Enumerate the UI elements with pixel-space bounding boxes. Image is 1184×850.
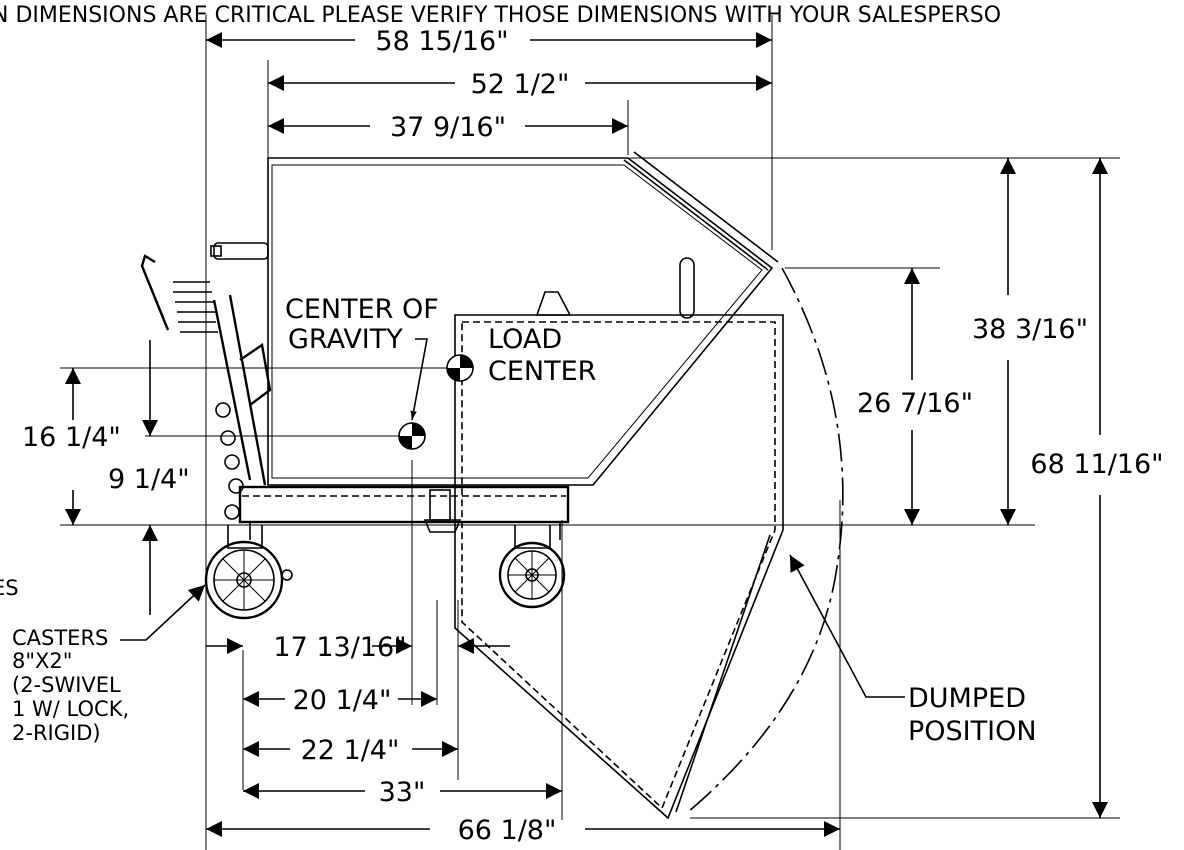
hopper-handle — [210, 242, 695, 319]
casters-label-line3: (2-SWIVEL — [12, 673, 121, 697]
callout-casters: CASTERS 8"X2" (2-SWIVEL 1 W/ LOCK, 2-RIG… — [12, 584, 206, 745]
dim-label-left-load: 9 1/4" — [108, 464, 190, 495]
dim-bottom-20: 20 1/4" — [243, 685, 437, 716]
dim-label-bottom-cog: 17 13/16" — [273, 632, 406, 663]
casters-label-line2: 8"X2" — [12, 649, 72, 673]
dumped-label-line2: POSITION — [908, 716, 1037, 747]
dim-left-cog: 16 1/4" — [22, 340, 158, 615]
dim-label-top-overall: 58 15/16" — [375, 26, 508, 57]
dim-label-left-cog: 16 1/4" — [22, 422, 121, 453]
dumped-label-line1: DUMPED — [908, 683, 1026, 714]
dim-left-load: 9 1/4" — [65, 368, 190, 525]
dim-label-bottom-33: 33" — [379, 777, 426, 808]
dim-label-right-total: 68 11/16" — [1030, 449, 1163, 480]
dim-bottom-33: 33" — [243, 777, 562, 808]
dim-hopper-height: 26 7/16" — [857, 268, 973, 525]
dim-label-bottom-20: 20 1/4" — [293, 685, 392, 716]
dim-top-mid: 52 1/2" — [268, 69, 772, 100]
load-label-line2: CENTER — [488, 356, 596, 387]
dim-label-top-mid: 52 1/2" — [471, 69, 570, 100]
cog-label-line2: GRAVITY — [288, 324, 403, 355]
center-of-gravity-symbol — [398, 422, 426, 450]
header-note: N DIMENSIONS ARE CRITICAL PLEASE VERIFY … — [0, 3, 1001, 28]
dim-right-upper: 38 3/16" — [972, 158, 1088, 525]
callout-center-of-gravity: CENTER OF GRAVITY — [285, 294, 439, 421]
cog-symbols — [398, 354, 474, 450]
upright-hopper — [267, 151, 779, 486]
dim-label-bottom-overall: 66 1/8" — [458, 815, 557, 846]
caster-front — [204, 525, 293, 620]
callout-load-center: LOAD CENTER — [488, 324, 596, 387]
spring-handle — [140, 254, 272, 520]
load-center-symbol — [446, 354, 474, 382]
dim-top-short: 37 9/16" — [268, 112, 628, 143]
casters-label-line4: 1 W/ LOCK, — [12, 697, 129, 721]
dim-label-top-short: 37 9/16" — [390, 112, 506, 143]
extension-lines — [60, 15, 1120, 850]
dim-bottom-overall: 66 1/8" — [206, 815, 840, 846]
dim-label-hopper-height: 26 7/16" — [857, 388, 973, 419]
dim-label-right-upper: 38 3/16" — [972, 314, 1088, 345]
caster-rear — [498, 525, 566, 609]
dim-label-bottom-22: 22 1/4" — [301, 735, 400, 766]
dim-bottom-cog: 17 13/16" — [206, 632, 510, 663]
dim-top-overall: 58 15/16" — [206, 26, 772, 57]
casters-label-line1: CASTERS — [12, 626, 108, 650]
dim-right-total: 68 11/16" — [1030, 158, 1164, 818]
callout-dumped-position: DUMPED POSITION — [789, 554, 1037, 747]
dumped-position-hopper — [454, 267, 844, 820]
load-label-line1: LOAD — [488, 324, 562, 355]
cut-off-label: ES — [0, 576, 19, 600]
dim-bottom-22: 22 1/4" — [243, 735, 458, 766]
base-frame — [238, 485, 570, 540]
cog-label-line1: CENTER OF — [285, 294, 439, 325]
casters-label-line5: 2-RIGID) — [12, 721, 101, 745]
